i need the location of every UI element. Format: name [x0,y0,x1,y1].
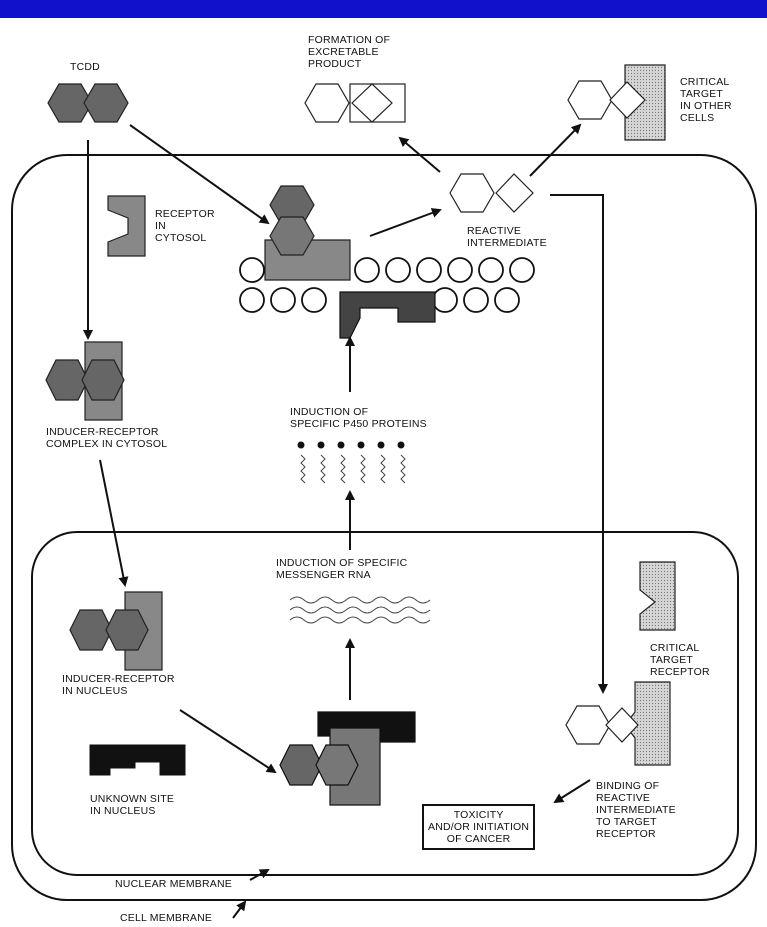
excretable-product-molecule [304,83,406,123]
critical-other-cells-label: CRITICAL TARGET IN OTHER CELLS [680,76,732,124]
induction-p450-label: INDUCTION OF SPECIFIC P450 PROTEINS [290,406,427,430]
er-membrane-vesicles [239,257,535,313]
induction-mrna-label: INDUCTION OF SPECIFIC MESSENGER RNA [276,557,408,581]
tcdd-molecule [47,83,129,123]
inducer-nucleus-label: INDUCER-RECEPTOR IN NUCLEUS [62,673,175,697]
nuclear-membrane [31,531,739,876]
unknown-site-label: UNKNOWN SITE IN NUCLEUS [90,793,175,817]
p450-protein-dots [297,441,405,449]
pathway-arrows [83,123,608,919]
bound-reactive-intermediate [565,681,671,766]
unknown-site-shape [89,744,186,776]
inducer-receptor-cytosol-complex [45,341,125,421]
nuclear-membrane-label: NUCLEAR MEMBRANE [115,878,232,890]
cell-membrane [11,154,757,901]
p450-protein-chains [300,454,406,484]
receptor-cytosol-shape [107,195,146,257]
top-banner [0,0,767,18]
er-enzyme-complex [264,185,351,281]
critical-target-other-cells [567,64,666,141]
tcdd-label: TCDD [70,61,100,73]
nuclear-dna-binding-complex [279,711,416,806]
reactive-intermediate-molecule [449,173,534,213]
toxicity-box: TOXICITY AND/OR INITIATION OF CANCER [422,804,536,850]
messenger-rna-strands [289,596,431,624]
inducer-cytosol-label: INDUCER-RECEPTOR COMPLEX IN CYTOSOL [46,426,168,450]
formation-label: FORMATION OF EXCRETABLE PRODUCT [308,34,391,70]
critical-target-receptor-label: CRITICAL TARGET RECEPTOR [650,642,710,678]
receptor-cytosol-label: RECEPTOR IN CYTOSOL [155,208,215,244]
cell-membrane-label: CELL MEMBRANE [120,912,213,924]
p450-protein-shape [339,291,436,339]
reactive-intermediate-label: REACTIVE INTERMEDIATE [467,225,547,249]
inducer-receptor-nucleus-complex [69,591,163,671]
binding-label: BINDING OF REACTIVE INTERMEDIATE TO TARG… [596,780,676,840]
critical-target-receptor-shape [639,561,676,631]
